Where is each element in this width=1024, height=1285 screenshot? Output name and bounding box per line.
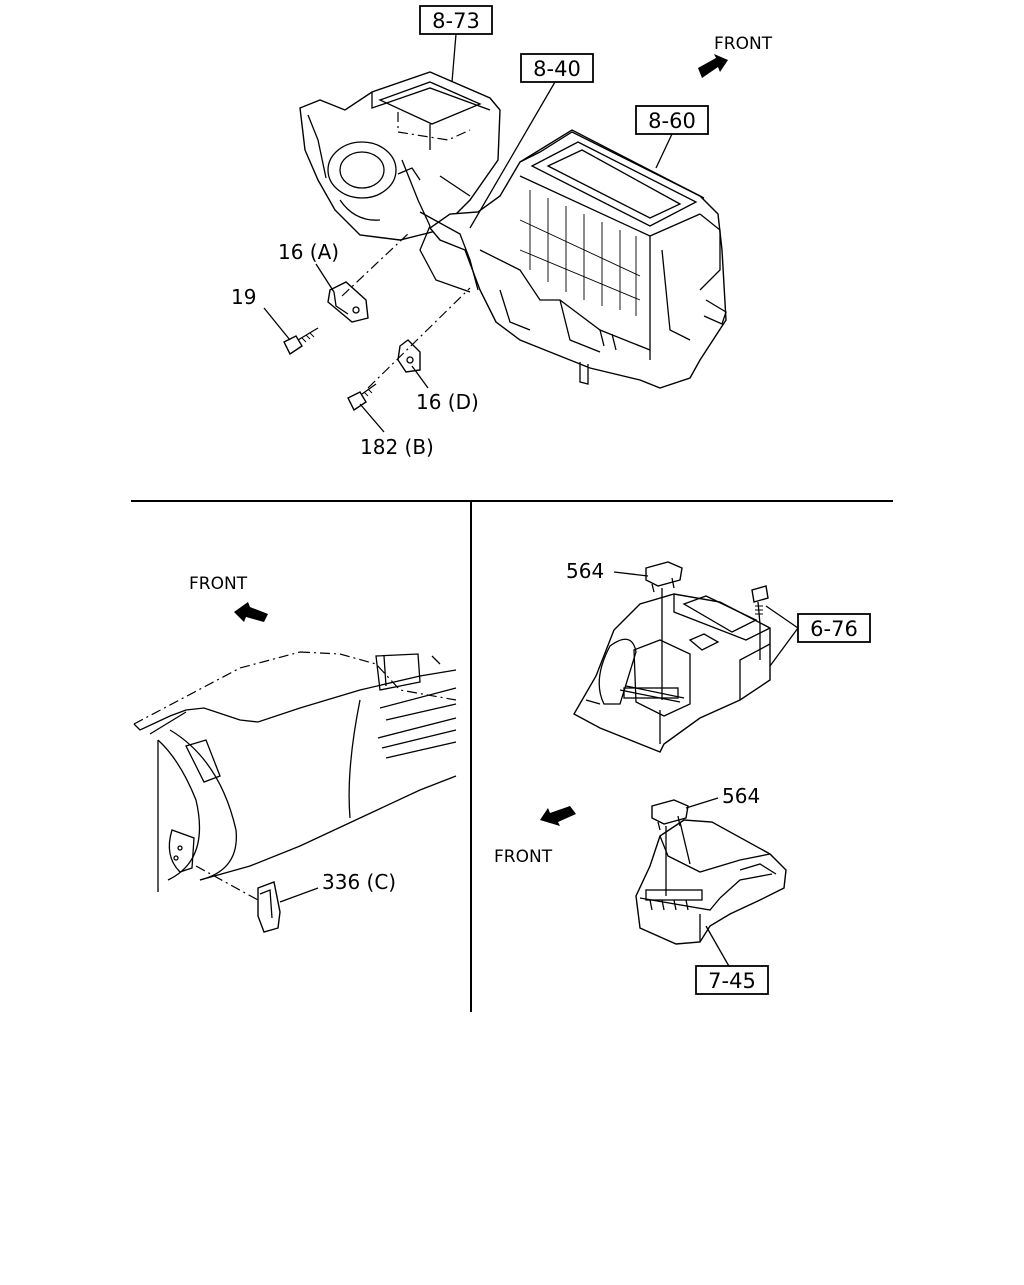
bottom-left-panel: FRONT 336 xyxy=(133,574,457,933)
bracket-16a-drawing xyxy=(327,281,369,323)
heater-unit-drawing xyxy=(419,129,727,389)
screw-182b-drawing xyxy=(347,383,377,412)
leader-7-45 xyxy=(705,925,731,969)
bottom-right-panel: 564 6-76 FRONT xyxy=(494,559,871,995)
callout-19: 19 xyxy=(231,285,256,309)
ref-box-6-76[interactable]: 6-76 xyxy=(797,613,871,643)
leader-564-upper xyxy=(613,571,649,577)
svg-text:8-73: 8-73 xyxy=(432,9,480,33)
assembly-line-16a xyxy=(341,231,411,297)
clip-564-upper-drawing xyxy=(645,561,683,593)
leader-19 xyxy=(263,307,291,341)
top-panel: 8-73 8-40 8-60 FRONT 16 (A) 19 16 (D) 18… xyxy=(231,5,773,459)
callout-16d: 16 (D) xyxy=(416,390,479,414)
console-lower-drawing xyxy=(635,819,787,945)
screw-19-drawing xyxy=(283,327,319,356)
leader-8-73 xyxy=(451,33,457,83)
svg-text:8-40: 8-40 xyxy=(533,57,581,81)
front-label: FRONT xyxy=(189,574,248,594)
ref-box-8-40[interactable]: 8-40 xyxy=(520,53,594,83)
assembly-line-16d xyxy=(367,287,471,389)
front-arrow-icon xyxy=(698,54,728,78)
leader-6-76 xyxy=(765,605,799,667)
front-arrow-icon xyxy=(540,806,576,826)
screw-6-76-drawing xyxy=(751,585,769,660)
front-indicator-top: FRONT xyxy=(698,34,773,78)
front-indicator-bottom-right: FRONT xyxy=(494,806,576,867)
blower-unit-drawing xyxy=(299,71,501,241)
svg-text:7-45: 7-45 xyxy=(708,969,756,993)
leader-8-60 xyxy=(655,133,673,169)
dashboard-drawing xyxy=(133,651,457,901)
bracket-336c-drawing xyxy=(257,881,281,933)
leader-336c xyxy=(279,887,319,903)
callout-564-lower: 564 xyxy=(722,784,760,808)
console-upper-drawing xyxy=(573,593,771,753)
leader-182b xyxy=(359,403,385,433)
ref-box-8-60[interactable]: 8-60 xyxy=(635,105,709,135)
svg-text:6-76: 6-76 xyxy=(810,617,858,641)
front-label: FRONT xyxy=(494,847,553,867)
callout-16a: 16 (A) xyxy=(278,240,339,264)
front-label: FRONT xyxy=(714,34,773,54)
front-arrow-icon xyxy=(234,602,268,622)
front-indicator-bottom-left: FRONT xyxy=(189,574,268,622)
bracket-16d-drawing xyxy=(397,339,421,373)
callout-336c: 336 (C) xyxy=(322,870,396,894)
ref-box-7-45[interactable]: 7-45 xyxy=(695,965,769,995)
leader-16a xyxy=(315,263,335,293)
leader-564-lower xyxy=(685,797,719,809)
leader-8-40 xyxy=(469,81,556,229)
ref-box-8-73[interactable]: 8-73 xyxy=(419,5,493,35)
clip-564-lower-drawing xyxy=(651,799,689,831)
callout-182b: 182 (B) xyxy=(360,435,434,459)
svg-text:8-60: 8-60 xyxy=(648,109,696,133)
leader-16d xyxy=(411,365,429,389)
callout-564-upper: 564 xyxy=(566,559,604,583)
